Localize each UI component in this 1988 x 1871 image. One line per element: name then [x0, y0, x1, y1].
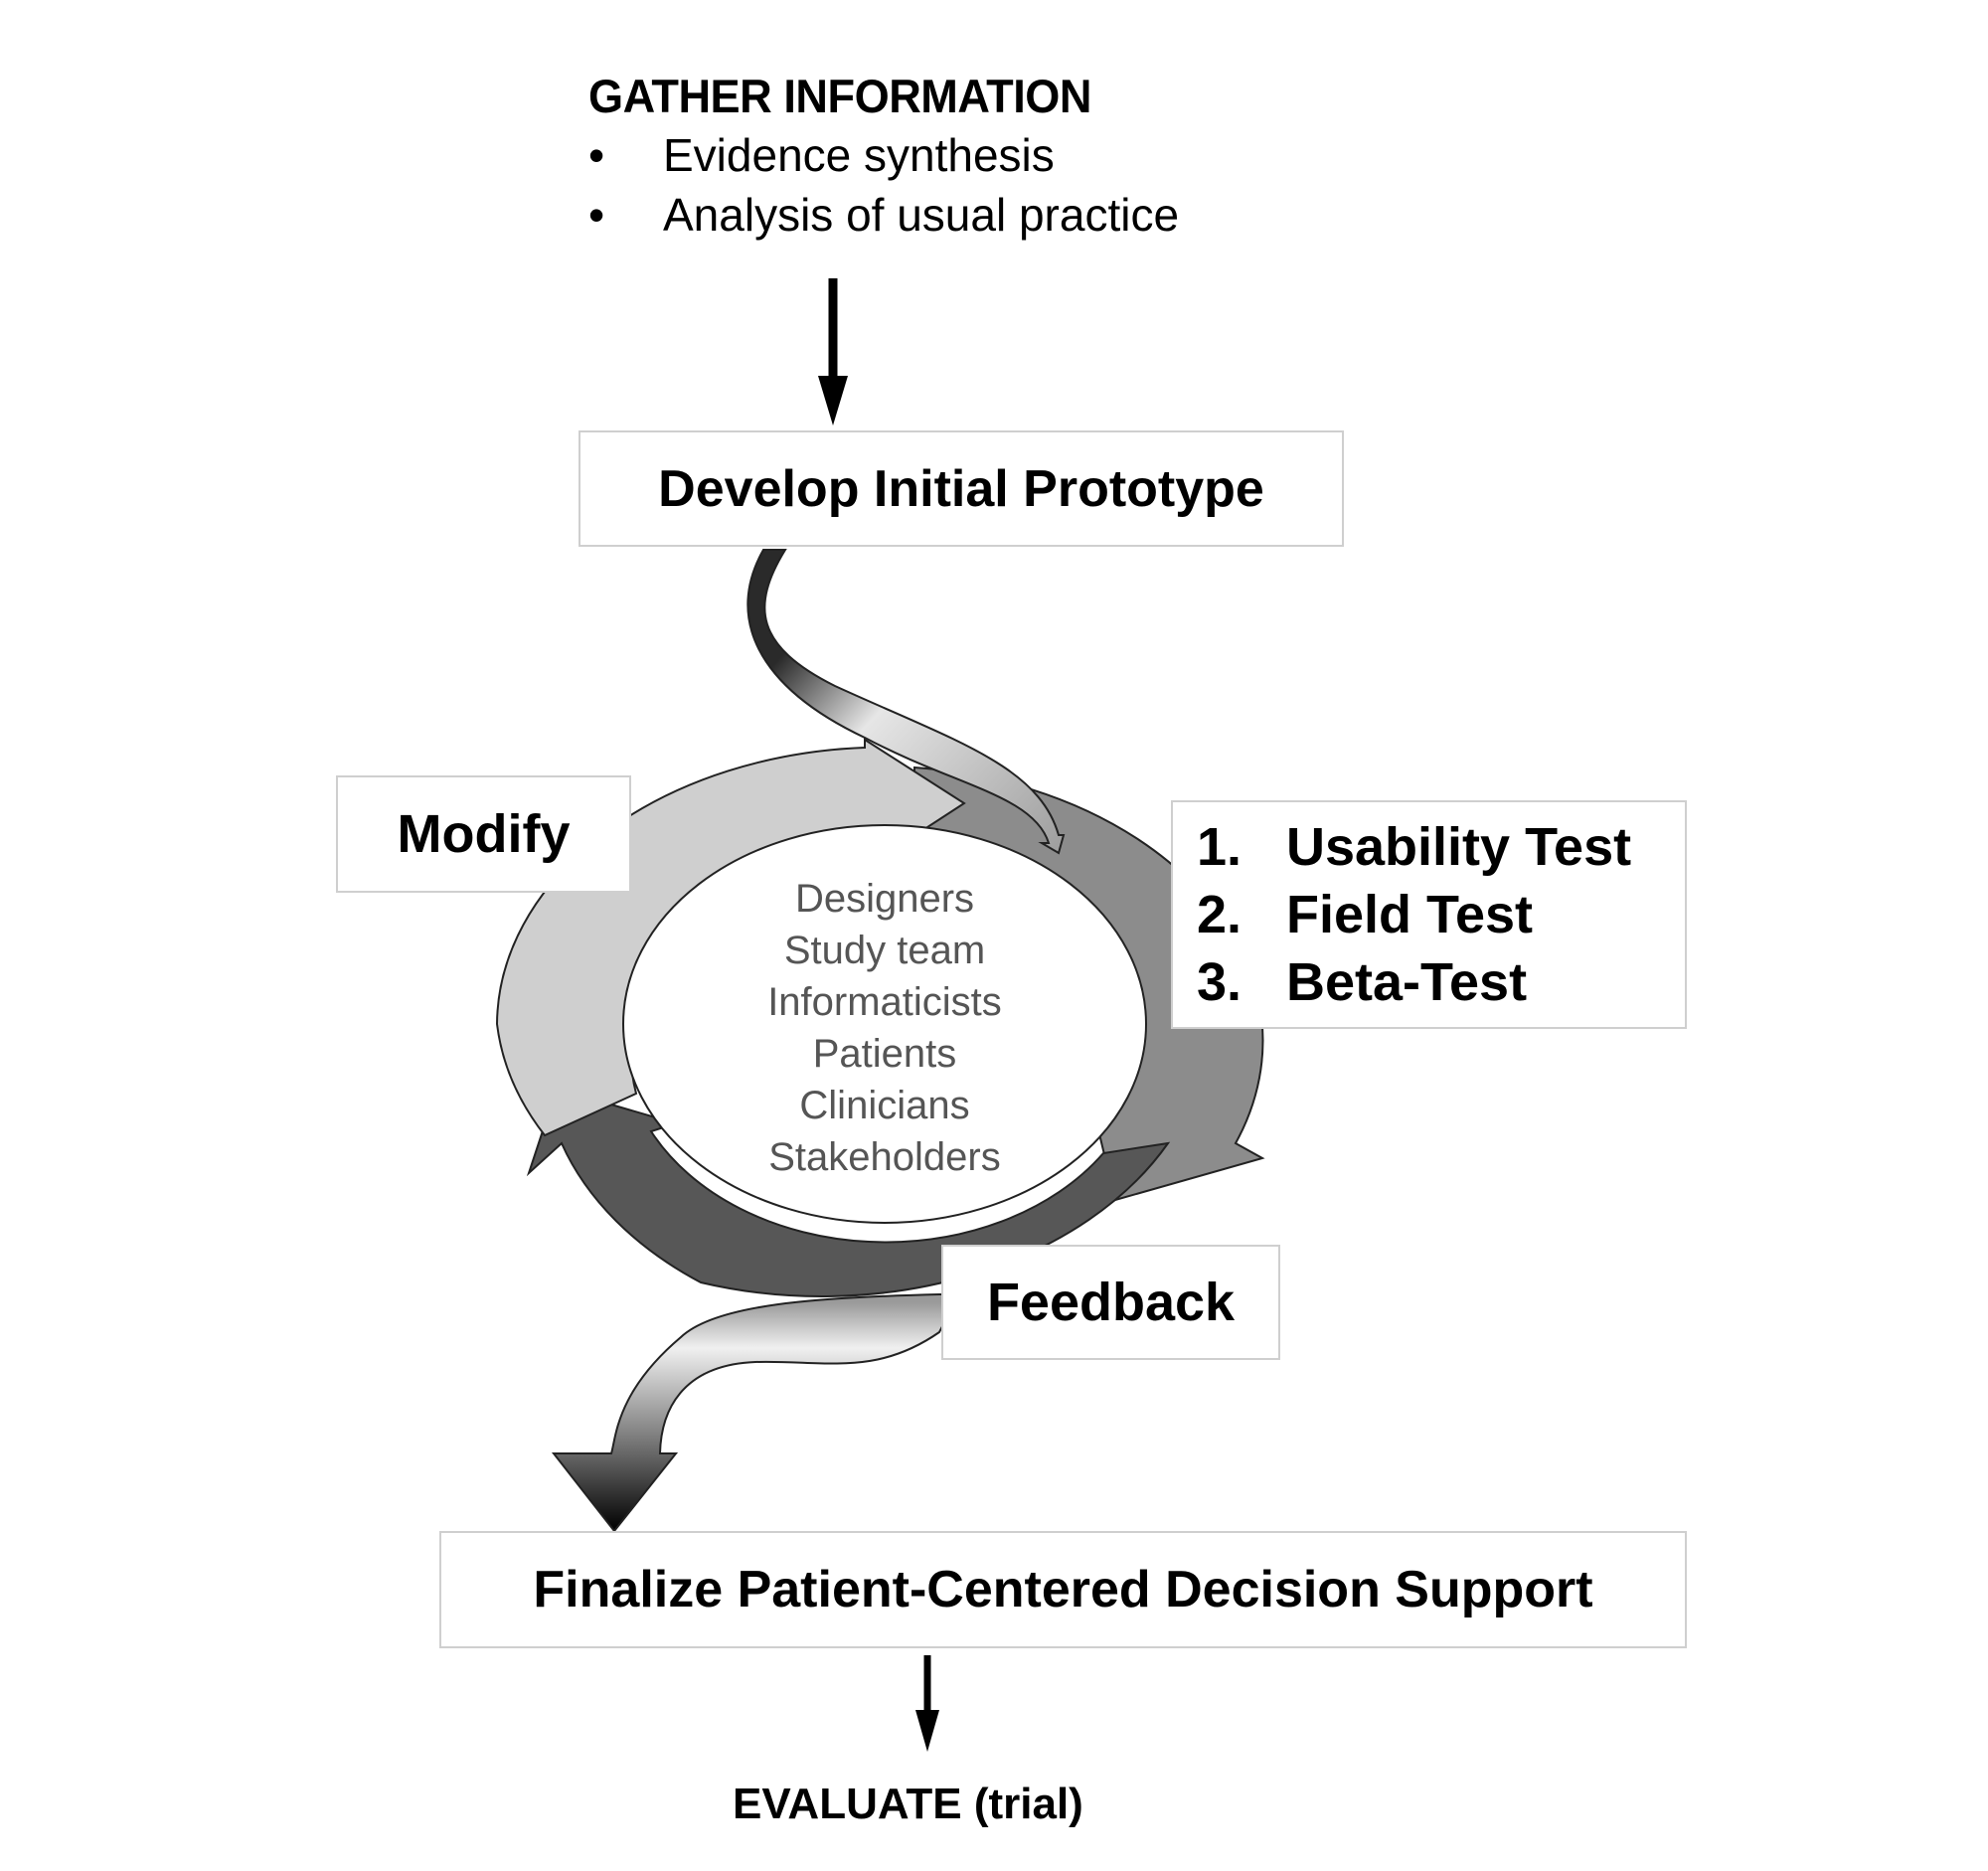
develop-prototype-box: Develop Initial Prototype	[579, 430, 1344, 547]
test-label: Field Test	[1286, 885, 1534, 944]
test-item: 3. Beta-Test	[1197, 948, 1527, 1016]
bullet-text: Analysis of usual practice	[663, 189, 1180, 241]
arrow-to-prototype	[818, 278, 848, 425]
participant: Patients	[812, 1032, 957, 1076]
participant: Stakeholders	[768, 1135, 1001, 1179]
test-label: Usability Test	[1286, 817, 1632, 877]
gather-information-title: GATHER INFORMATION	[588, 70, 1092, 122]
test-number: 2.	[1197, 885, 1242, 944]
test-number: 1.	[1197, 817, 1242, 877]
tests-box: 1. Usability Test 2. Field Test 3. Beta-…	[1171, 800, 1687, 1029]
participant: Designers	[794, 877, 975, 921]
bullet-marker: •	[588, 129, 605, 181]
test-label: Beta-Test	[1286, 952, 1528, 1012]
feedback-box: Feedback	[941, 1245, 1280, 1360]
ring-center	[622, 824, 1147, 1224]
test-item: 2. Field Test	[1197, 881, 1533, 948]
gather-bullet: • Analysis of usual practice	[588, 185, 1179, 245]
bullet-text: Evidence synthesis	[663, 129, 1055, 181]
participants-list: Designers Study team Informaticists Pati…	[696, 873, 1074, 1183]
finalize-box: Finalize Patient-Centered Decision Suppo…	[439, 1531, 1687, 1648]
arrow-to-evaluate	[915, 1655, 939, 1752]
test-item: 1. Usability Test	[1197, 813, 1631, 881]
participant: Informaticists	[767, 980, 1002, 1024]
arrow-feedback-to-finalize	[551, 1293, 961, 1533]
gather-bullet: • Evidence synthesis	[588, 125, 1179, 185]
modify-box: Modify	[336, 775, 631, 893]
bullet-marker: •	[588, 189, 605, 241]
arrow-prototype-to-test	[746, 549, 1066, 855]
test-number: 3.	[1197, 952, 1242, 1012]
evaluate-label: EVALUATE (trial)	[733, 1780, 1083, 1828]
gather-information-section: GATHER INFORMATION • Evidence synthesis …	[588, 68, 1179, 245]
participant: Study team	[783, 929, 986, 972]
participant: Clinicians	[799, 1084, 970, 1127]
